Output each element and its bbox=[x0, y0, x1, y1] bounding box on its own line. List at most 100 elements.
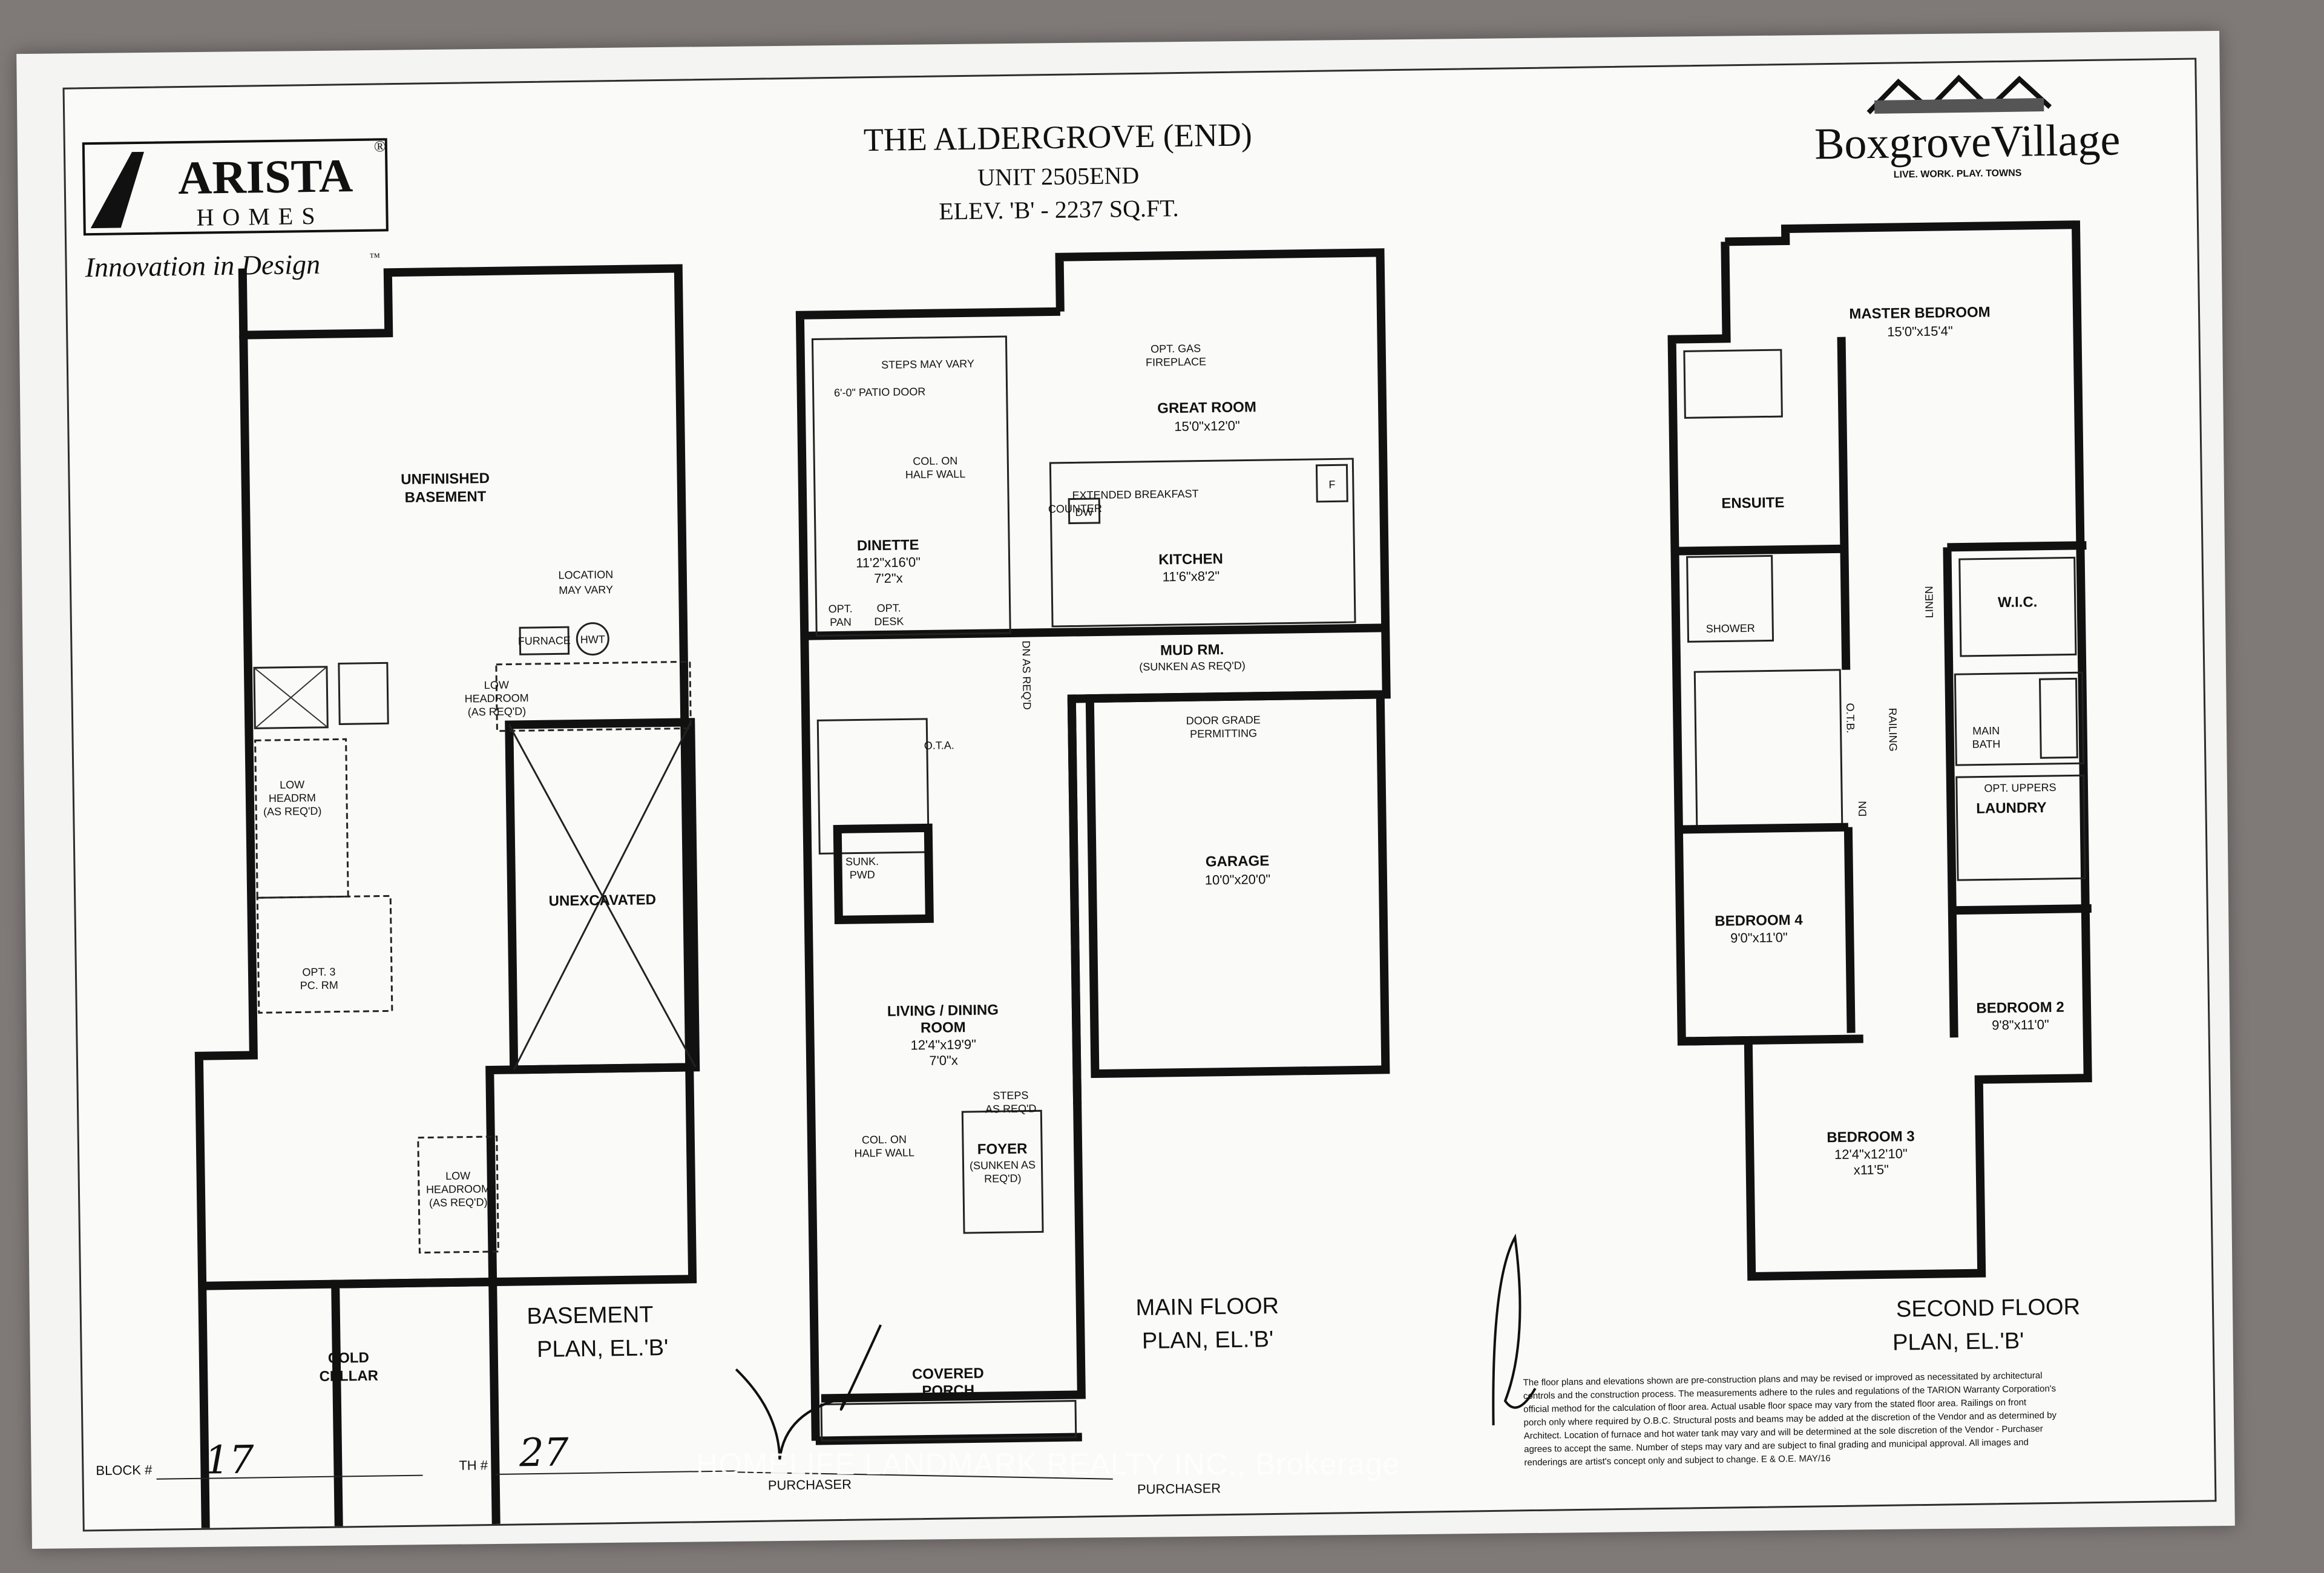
purchaser-2-label: PURCHASER bbox=[1137, 1480, 1221, 1497]
col-on-label: COL. ON bbox=[913, 455, 957, 467]
disclaimer-line-7: renderings are artist's concept only and… bbox=[1524, 1453, 1830, 1468]
living-dim-2: 7'0"x bbox=[929, 1052, 958, 1068]
kitchen-label: KITCHEN bbox=[1158, 551, 1223, 568]
shower-enclosure bbox=[1686, 554, 1774, 643]
low-headroom-1-c: (AS REQ'D) bbox=[468, 705, 527, 718]
col-on-label-2: HALF WALL bbox=[905, 468, 966, 481]
living-dining-label-2: ROOM bbox=[921, 1019, 966, 1036]
master-bedroom-label: MASTER BEDROOM bbox=[1849, 304, 1991, 322]
opt-uppers-label: OPT. UPPERS bbox=[1984, 781, 2056, 795]
dn-label: DN bbox=[1856, 801, 1868, 816]
logo-frame bbox=[82, 138, 389, 236]
opt3-label-2: PC. RM bbox=[300, 979, 338, 992]
disclaimer-block: The floor plans and elevations shown are… bbox=[1523, 1370, 2057, 1468]
dinette-dim: 11'2"x16'0" bbox=[856, 554, 921, 570]
door-grade-label-2: PERMITTING bbox=[1190, 727, 1257, 740]
kitchen-counter bbox=[1049, 458, 1356, 628]
furnace-label: FURNACE bbox=[518, 634, 571, 647]
foyer-label-2: (SUNKEN AS bbox=[970, 1158, 1036, 1172]
th-label: TH # bbox=[459, 1457, 488, 1473]
main-outer-wall bbox=[821, 248, 1391, 1403]
kitchen-dim: 11'6"x8'2" bbox=[1163, 568, 1220, 584]
block-value: 17 bbox=[205, 1438, 255, 1483]
opt-desk-label: OPT. bbox=[877, 602, 901, 614]
unfinished-label: UNFINISHED bbox=[401, 470, 490, 488]
purchaser-signature-1 bbox=[735, 1324, 882, 1460]
purchase-form: BLOCK # 17 TH # 27 PURCHASER PURCHASER bbox=[96, 1233, 1537, 1497]
foyer-label: FOYER bbox=[977, 1141, 1028, 1158]
second-floor-plan-title-2: PLAN, EL.'B' bbox=[1892, 1328, 2024, 1356]
location-label: LOCATION bbox=[558, 568, 613, 581]
main-floor-plan-title: MAIN FLOOR bbox=[1135, 1293, 1279, 1321]
opt-desk-label-2: DESK bbox=[874, 615, 904, 628]
logo-name: ARISTA bbox=[178, 149, 353, 204]
main-floor-plan: STEPS MAY VARY 6'-0" PATIO DOOR OPT. GAS… bbox=[795, 248, 1391, 1445]
bedroom-2-label: BEDROOM 2 bbox=[1976, 999, 2064, 1017]
main-left-wall bbox=[795, 307, 1060, 1441]
bedroom-2-dim: 9'8"x11'0" bbox=[1992, 1017, 2049, 1033]
second-floor-plan: MASTER BEDROOM 15'0"x15'4" ENSUITE SHOWE… bbox=[1667, 220, 2092, 1356]
dishwasher-icon bbox=[1068, 498, 1101, 525]
fridge-label: F bbox=[1328, 478, 1335, 490]
th-underline bbox=[495, 1470, 738, 1475]
railing-label: RAILING bbox=[1886, 708, 1899, 751]
purchaser-1-label: PURCHASER bbox=[768, 1477, 852, 1493]
cold-cellar-label-2: CELLAR bbox=[319, 1368, 378, 1385]
foyer-label-3: REQ'D) bbox=[984, 1172, 1022, 1185]
low-headroom-3-b: HEADROOM bbox=[426, 1183, 490, 1195]
second-floor-plan-title: SECOND FLOOR bbox=[1896, 1294, 2081, 1322]
basement-left-wall bbox=[194, 335, 258, 1528]
mud-room-note: (SUNKEN AS REQ'D) bbox=[1139, 660, 1246, 673]
dw-label: DW bbox=[1075, 506, 1093, 518]
laundry-room bbox=[1955, 774, 2086, 881]
main-bath-label: MAIN bbox=[1972, 724, 2000, 737]
unexcavated-area bbox=[505, 718, 700, 1074]
basement-stair bbox=[338, 662, 389, 725]
bathtub-icon bbox=[1683, 349, 1783, 419]
logo-tm: ™ bbox=[369, 251, 380, 263]
garage-label: GARAGE bbox=[1206, 853, 1270, 870]
location-label-2: MAY VARY bbox=[559, 583, 613, 596]
main-bath-room bbox=[1954, 671, 2084, 766]
living-dim: 12'4"x19'9" bbox=[910, 1037, 976, 1053]
wic-label: W.I.C. bbox=[1998, 594, 2038, 611]
logo-tagline: Innovation in Design bbox=[84, 249, 320, 283]
col-on-2-label-2: HALF WALL bbox=[854, 1146, 914, 1159]
garage-walls bbox=[1085, 690, 1390, 1079]
foyer-tile bbox=[961, 1109, 1044, 1234]
hwt-label: HWT bbox=[580, 633, 605, 646]
bedroom-3-label: BEDROOM 3 bbox=[1827, 1128, 1915, 1146]
low-headroom-zone-1 bbox=[495, 660, 692, 732]
living-dining-label: LIVING / DINING bbox=[887, 1002, 999, 1020]
basement-plan-title-2: PLAN, EL.'B' bbox=[537, 1335, 669, 1362]
plan-title: THE ALDERGROVE (END) UNIT 2505END ELEV. … bbox=[863, 116, 1252, 225]
bedroom-3-dim-2: x11'5" bbox=[1854, 1162, 1889, 1178]
floor-plan-document: ARISTA ® HOMES Innovation in Design ™ TH… bbox=[62, 57, 2217, 1532]
community-name: BoxgroveVillage bbox=[1814, 115, 2121, 169]
linen-label: LINEN bbox=[1923, 586, 1935, 618]
bedroom-4-dim: 9'0"x11'0" bbox=[1730, 930, 1788, 945]
low-headroom-zone-3 bbox=[417, 1135, 499, 1254]
bedroom-4-label: BEDROOM 4 bbox=[1715, 912, 1803, 930]
brokerage-watermark: HOMELIFE LANDMARK REALTY INC., Brokerage bbox=[696, 1447, 1400, 1481]
floor-plan-drawing: ARISTA ® HOMES Innovation in Design ™ TH… bbox=[82, 74, 2121, 1532]
main-bath-label-2: BATH bbox=[1972, 738, 2000, 750]
title-line-1: THE ALDERGROVE (END) bbox=[863, 116, 1252, 158]
great-room-dim: 15'0"x12'0" bbox=[1174, 418, 1240, 435]
shower-label: SHOWER bbox=[1706, 622, 1755, 635]
opt-rough-in bbox=[256, 895, 393, 1014]
great-room-label: GREAT ROOM bbox=[1157, 399, 1256, 416]
mud-room-label: MUD RM. bbox=[1160, 642, 1224, 658]
bedroom-3-dim: 12'4"x12'10" bbox=[1834, 1146, 1908, 1162]
ensuite-label: ENSUITE bbox=[1721, 494, 1784, 511]
fridge-icon bbox=[1315, 464, 1348, 503]
block-label: BLOCK # bbox=[96, 1462, 153, 1478]
steps-label-2: AS REQ'D bbox=[985, 1102, 1037, 1115]
opt-gas-label-2: FIREPLACE bbox=[1146, 355, 1206, 368]
patio-door-label: 6'-0" PATIO DOOR bbox=[834, 386, 925, 399]
wic-closet bbox=[1958, 556, 2077, 657]
low-headroom-2-b: HEADRM bbox=[269, 792, 316, 804]
th-value: 27 bbox=[519, 1430, 570, 1476]
ext-breakfast-label-2: COUNTER bbox=[1048, 502, 1102, 515]
